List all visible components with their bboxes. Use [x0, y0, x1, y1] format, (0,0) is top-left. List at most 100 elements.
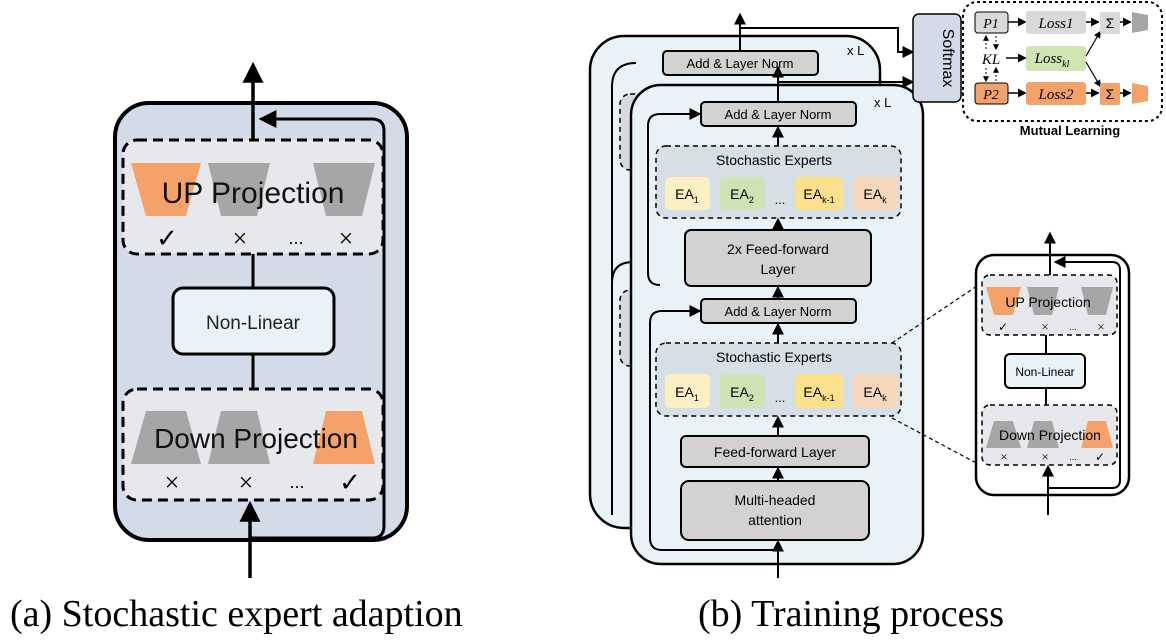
- nonlinear-label: Non-Linear: [206, 313, 301, 334]
- mha-label-line2: attention: [748, 512, 802, 528]
- bottom-expert-1: [665, 374, 710, 408]
- loss-kl-to-sum2: [1085, 61, 1101, 88]
- up-trapezoid-selected: [131, 163, 201, 216]
- top-add-norm-label: Add & Layer Norm: [725, 107, 832, 122]
- back-repeat-label: x L: [847, 43, 864, 58]
- ffn-2x-box: [684, 229, 872, 287]
- zoom-line-top: [891, 283, 981, 344]
- back-add-norm-label: Add & Layer Norm: [687, 56, 794, 71]
- nonlinear-box: [171, 286, 336, 356]
- top-expert-2: [720, 177, 765, 210]
- mini-up-label: UP Projection: [1005, 294, 1090, 310]
- mini-up-ellipsis: ...: [1069, 322, 1077, 332]
- up-check-mark: ✓: [156, 224, 178, 253]
- ffn-2x-label-line1: 2x Feed-forward: [727, 241, 829, 257]
- top-expert-k-label: EAk: [863, 186, 887, 205]
- down-ellipsis: ...: [289, 472, 304, 492]
- mini-up-cross-1: ×: [1041, 319, 1048, 334]
- residual-path: [250, 110, 386, 540]
- sum1-box: [1100, 12, 1120, 34]
- softmax-label: Softmax: [939, 29, 956, 88]
- bottom-expert-k-1: [795, 374, 843, 408]
- up-cross-mark-2: ×: [339, 224, 354, 253]
- p2-label: P2: [982, 88, 999, 103]
- bottom-expert-2: [720, 374, 765, 408]
- mini-up-trap-1: [986, 287, 1021, 315]
- ffn-label: Feed-forward Layer: [714, 444, 837, 460]
- down-trapezoid-2: [208, 411, 270, 464]
- mini-down-cross-2: ×: [1041, 449, 1048, 464]
- bottom-expert-k-1-label: EAk-1: [803, 384, 834, 403]
- top-expert-ellipsis: ...: [775, 192, 786, 207]
- top-expert-k-1-label: EAk-1: [803, 186, 834, 205]
- top-expert-k-1: [795, 177, 843, 210]
- mini-up-check: ✓: [998, 320, 1008, 334]
- bottom-expert-1-label: EA1: [675, 384, 699, 403]
- mini-down-cross-1: ×: [1000, 449, 1007, 464]
- loss1-label: Loss1: [1037, 16, 1073, 32]
- loss-kl-box: [1026, 46, 1086, 71]
- top-expert-1: [665, 177, 710, 210]
- caption-a: (a) Stochastic expert adaption: [10, 593, 463, 635]
- loss2-box: [1026, 82, 1086, 105]
- loss-kl-label: Losskl: [1034, 51, 1070, 70]
- mini-down-trap-3: [1081, 421, 1113, 448]
- mini-down-label: Down Projection: [999, 427, 1101, 443]
- down-trapezoid-1: [131, 411, 201, 464]
- back-layer-inner-line-1: [611, 62, 637, 515]
- panel-b: Add & Layer Norm x L x L Add & Layer Nor…: [588, 1, 1163, 635]
- top-stochastic-experts-label: Stochastic Experts: [716, 152, 832, 168]
- mid-add-norm-label: Add & Layer Norm: [725, 304, 832, 319]
- top-expert-1-label: EA1: [675, 186, 699, 205]
- mutual-learning-title: Mutual Learning: [1020, 123, 1120, 138]
- mini-down-check: ✓: [1095, 450, 1105, 464]
- p1-label: P1: [982, 17, 999, 32]
- loss1-box: [1026, 11, 1086, 34]
- sum1-label: Σ: [1106, 15, 1115, 31]
- up-ellipsis: ...: [288, 228, 303, 248]
- mha-box: [680, 480, 870, 541]
- down-trapezoid-selected: [313, 411, 375, 464]
- loss-kl-to-sum1: [1085, 30, 1101, 57]
- bottom-expert-ellipsis: ...: [775, 390, 786, 405]
- back-layer-inner-line-2: [611, 261, 634, 360]
- kl-label: KL: [981, 52, 1000, 68]
- down-cross-mark-2: ×: [239, 468, 254, 497]
- back-to-softmax-line: [740, 27, 915, 58]
- mini-up-trap-2: [1027, 287, 1059, 315]
- bottom-stochastic-experts-label: Stochastic Experts: [716, 349, 832, 365]
- mini-up-cross-2: ×: [1097, 319, 1104, 334]
- front-residual-bottom: [649, 305, 778, 551]
- model2-icon: [1132, 83, 1148, 104]
- top-expert-k: [853, 177, 898, 210]
- mini-up-trap-3: [1081, 287, 1113, 315]
- down-cross-mark-1: ×: [165, 468, 180, 497]
- sum2-label: Σ: [1106, 86, 1115, 102]
- up-projection-label: UP Projection: [162, 177, 345, 210]
- panel-a: UP Projection ✓ × ... × Non-Linear Down …: [10, 61, 463, 635]
- front-repeat-label: x L: [874, 95, 891, 110]
- sum2-box: [1100, 83, 1120, 105]
- mini-residual-path: [1048, 256, 1121, 489]
- down-projection-label: Down Projection: [154, 423, 358, 454]
- bottom-expert-k: [853, 374, 898, 408]
- bottom-expert-k-label: EAk: [863, 384, 887, 403]
- softmax-box: [912, 13, 962, 103]
- down-check-mark: ✓: [339, 468, 361, 497]
- front-residual-top: [647, 108, 702, 286]
- caption-b: (b) Training process: [698, 593, 1004, 635]
- mini-down-trap-1: [986, 421, 1021, 448]
- up-trapezoid-2: [208, 163, 270, 216]
- top-expert-2-label: EA2: [730, 186, 754, 205]
- up-trapezoid-3: [313, 163, 375, 216]
- mha-label-line1: Multi-headed: [735, 492, 816, 508]
- mini-down-ellipsis: ...: [1069, 452, 1077, 462]
- ffn-2x-label-line2: Layer: [760, 261, 795, 277]
- zoom-line-bottom: [891, 417, 981, 466]
- mini-down-trap-2: [1027, 421, 1059, 448]
- up-cross-mark-1: ×: [233, 224, 248, 253]
- bottom-expert-2-label: EA2: [730, 384, 754, 403]
- mini-nonlinear-label: Non-Linear: [1015, 365, 1074, 379]
- model1-icon: [1132, 12, 1148, 33]
- loss2-label: Loss2: [1037, 87, 1074, 103]
